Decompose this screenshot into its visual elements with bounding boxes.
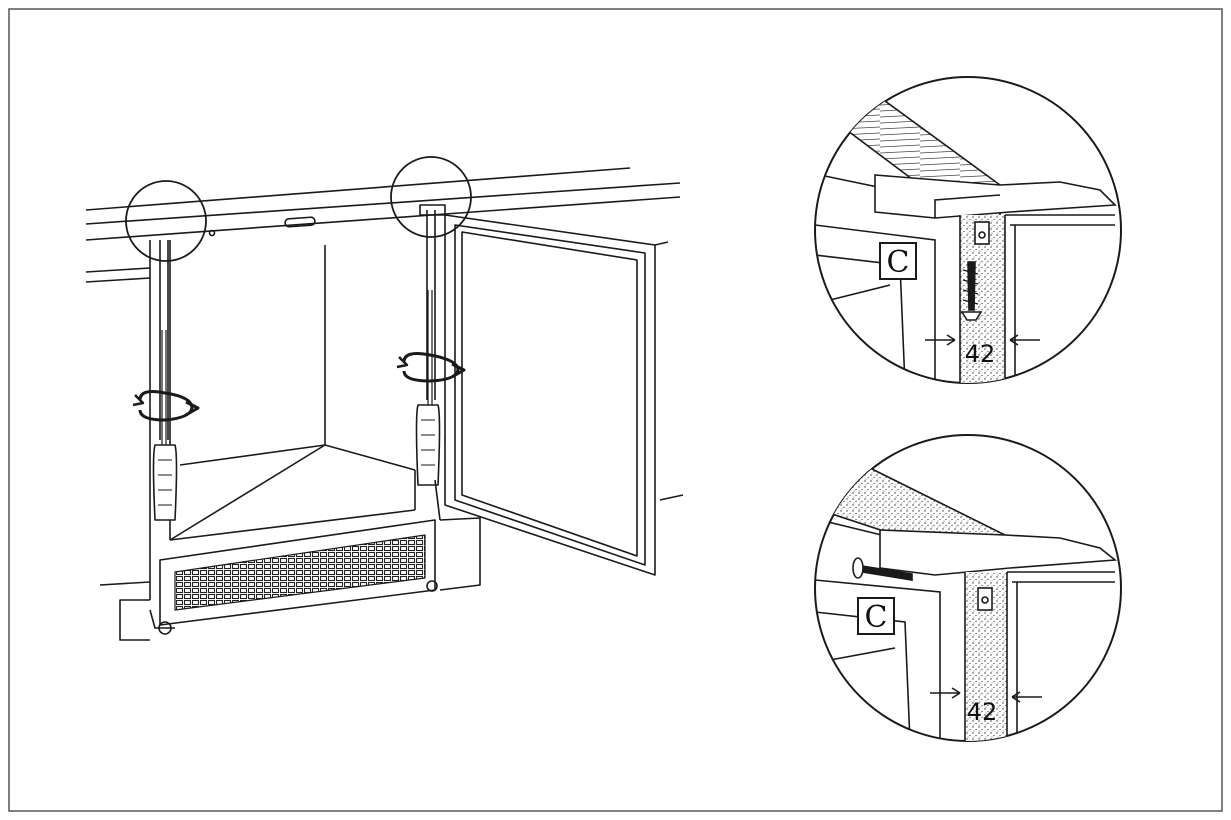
screw-icon (960, 261, 983, 321)
top-detail: C 42 (814, 76, 1122, 384)
figure-frame (8, 8, 1223, 812)
dimension-label: 42 (967, 698, 998, 726)
screw-icon (852, 557, 913, 581)
callout-box (879, 242, 917, 280)
kickplate (149, 517, 481, 635)
magnifier-circle-icon (390, 156, 472, 238)
door-panel (444, 214, 684, 576)
bottom-detail: C 42 (814, 434, 1122, 742)
right-screwdriver (396, 204, 466, 521)
main-view (85, 156, 684, 641)
callout-label: C (887, 245, 910, 280)
left-screwdriver (132, 240, 200, 521)
screwdriver-icon (415, 404, 441, 486)
rotation-arrow-icon (138, 390, 194, 422)
dimension-label: 42 (965, 340, 996, 368)
rotation-arrow-icon (402, 352, 460, 383)
countertop (85, 167, 681, 283)
callout-label: C (865, 600, 888, 635)
callout-box (857, 597, 895, 635)
magnifier-circle-icon (125, 180, 207, 262)
screwdriver-icon (152, 444, 178, 521)
